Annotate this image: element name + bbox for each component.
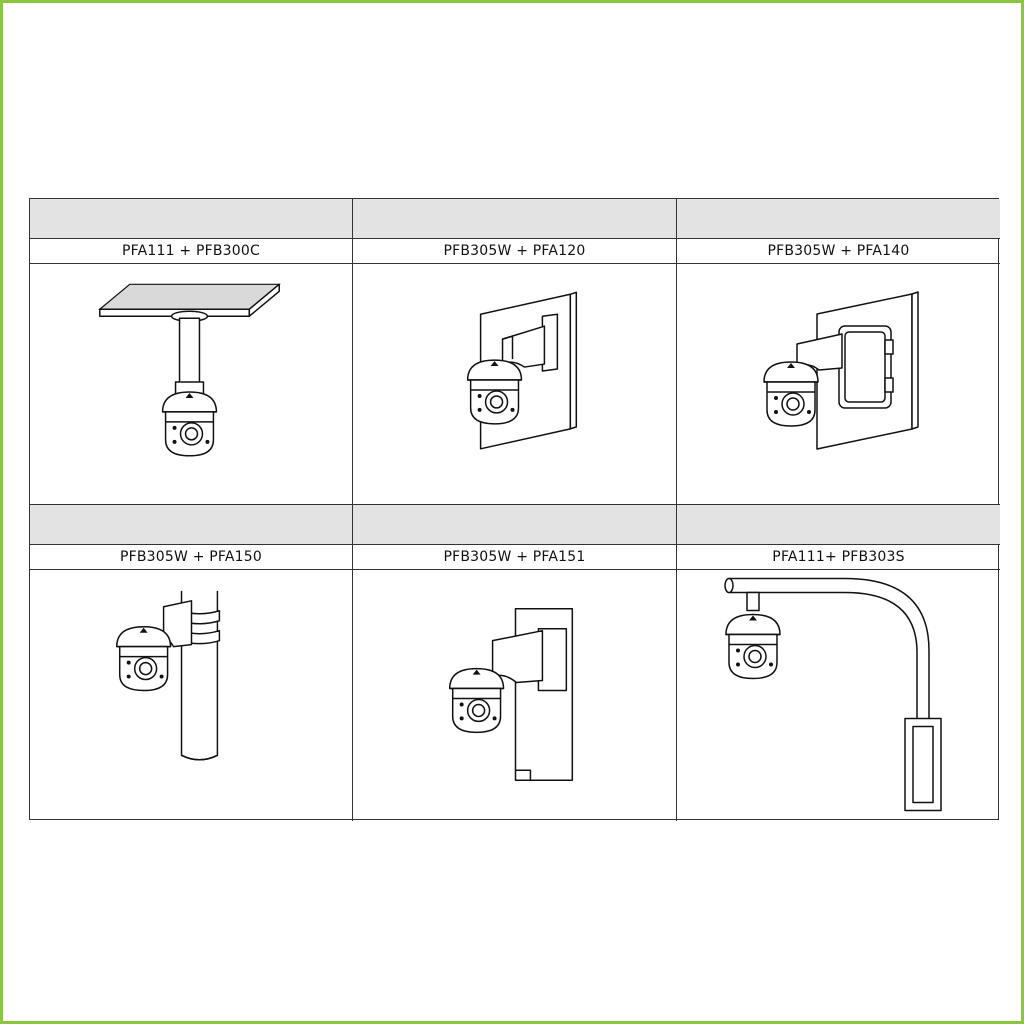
- corner-mount-illustration: [353, 570, 676, 821]
- junction-box-wall-mount-illustration: [677, 264, 1000, 504]
- mount-label-4: PFB305W + PFA150: [30, 545, 352, 570]
- mount-options-table: PFA111 + PFB300C PFB305W + PFA120: [29, 198, 1000, 821]
- ceiling-mount-illustration: [30, 264, 352, 504]
- mount-label-1: PFA111 + PFB300C: [30, 239, 352, 264]
- mount-cell-4: PFB305W + PFA150: [30, 505, 353, 821]
- mount-cell-3: PFB305W + PFA140: [677, 199, 1000, 505]
- mount-label-3: PFB305W + PFA140: [677, 239, 1000, 264]
- cell-header-band: [353, 199, 676, 239]
- mount-cell-5: PFB305W + PFA151: [353, 505, 677, 821]
- mount-cell-1: PFA111 + PFB300C: [30, 199, 353, 505]
- mount-cell-2: PFB305W + PFA120: [353, 199, 677, 505]
- pole-arm-mount-illustration: [677, 570, 1000, 821]
- cell-header-band: [677, 505, 1000, 545]
- cell-header-band: [677, 199, 1000, 239]
- cell-header-band: [353, 505, 676, 545]
- wall-mount-illustration: [353, 264, 676, 504]
- pole-mount-illustration: [30, 570, 352, 821]
- cell-header-band: [30, 505, 352, 545]
- mount-label-6: PFA111+ PFB303S: [677, 545, 1000, 570]
- mount-label-5: PFB305W + PFA151: [353, 545, 676, 570]
- mount-label-2: PFB305W + PFA120: [353, 239, 676, 264]
- cell-header-band: [30, 199, 352, 239]
- mount-cell-6: PFA111+ PFB303S: [677, 505, 1000, 821]
